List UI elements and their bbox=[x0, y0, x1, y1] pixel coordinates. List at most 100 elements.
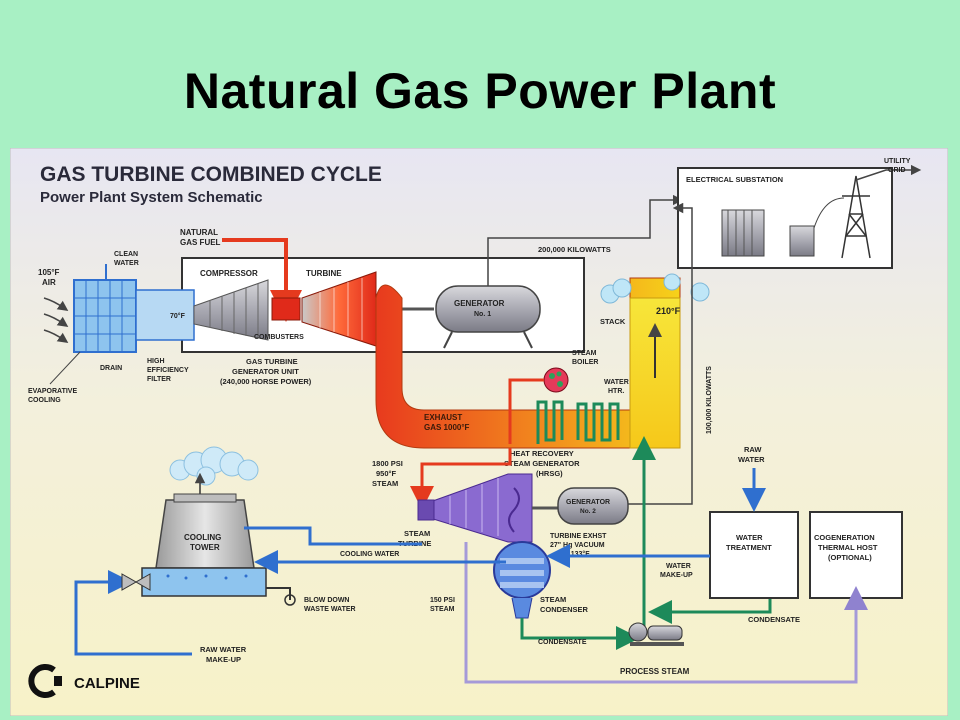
label-raw-water-2: WATER bbox=[738, 455, 765, 464]
label-filter-3: FILTER bbox=[147, 376, 171, 383]
label-generator1-1: GENERATOR bbox=[454, 299, 505, 308]
label-turbine: TURBINE bbox=[306, 269, 342, 278]
label-steam-boiler-2: BOILER bbox=[572, 359, 598, 366]
generator-2 bbox=[557, 487, 629, 525]
label-condensate-1: CONDENSATE bbox=[538, 639, 587, 646]
label-condenser-1: STEAM bbox=[540, 595, 566, 604]
combustor bbox=[271, 297, 301, 321]
calpine-logo: CALPINE bbox=[28, 664, 140, 698]
label-raw-makeup-1: RAW WATER bbox=[200, 645, 247, 654]
label-compressor: COMPRESSOR bbox=[200, 269, 258, 278]
condensate-return-line bbox=[648, 598, 772, 624]
label-raw-makeup-2: MAKE-UP bbox=[206, 655, 241, 664]
label-kw-200: 200,000 KILOWATTS bbox=[538, 245, 611, 254]
label-gt-unit-3: (240,000 HORSE POWER) bbox=[220, 377, 312, 386]
label-steam-turbine-1: STEAM bbox=[404, 529, 430, 538]
label-water-htr-1: WATER bbox=[604, 379, 629, 386]
label-generator1-2: No. 1 bbox=[474, 311, 491, 318]
label-water-treatment-1: WATER bbox=[736, 533, 763, 542]
filter-grid bbox=[74, 280, 136, 352]
label-clean-water-1: CLEAN bbox=[114, 251, 138, 258]
cooling-tower-basin bbox=[141, 567, 267, 597]
label-condensate-2: CONDENSATE bbox=[748, 615, 800, 624]
label-hrsg-3: (HRSG) bbox=[536, 469, 563, 478]
label-combusters: COMBUSTERS bbox=[254, 334, 304, 341]
label-inlet-temp: 70°F bbox=[170, 312, 186, 320]
label-water-makeup-2: MAKE-UP bbox=[660, 572, 693, 579]
label-exhaust-2: GAS 1000°F bbox=[424, 423, 470, 432]
power-line-200kw bbox=[487, 194, 684, 286]
label-drain: DRAIN bbox=[100, 365, 122, 372]
label-utility-grid-1: UTILITY bbox=[884, 158, 911, 165]
label-natural-gas-2: GAS FUEL bbox=[180, 238, 221, 247]
label-steam-in-2: 950°F bbox=[376, 469, 397, 478]
steam-turbine-blades bbox=[449, 478, 499, 536]
label-exhaust-1: EXHAUST bbox=[424, 413, 462, 422]
cogeneration-host bbox=[809, 511, 903, 599]
schematic-subheader: Power Plant System Schematic bbox=[40, 189, 263, 206]
label-cooling-tower-1: COOLING bbox=[184, 533, 221, 542]
label-cogen-2: THERMAL HOST bbox=[818, 543, 878, 552]
fuel-line bbox=[222, 238, 302, 322]
label-turbine-exhst-1: TURBINE EXHST bbox=[550, 533, 607, 540]
label-raw-water-1: RAW bbox=[744, 445, 762, 454]
label-steam-150-2: STEAM bbox=[430, 606, 455, 613]
hrsg-coils bbox=[508, 378, 620, 444]
label-blow-down-1: BLOW DOWN bbox=[304, 597, 350, 604]
blow-down-line bbox=[266, 587, 291, 600]
steam-boiler bbox=[543, 367, 569, 393]
compressor bbox=[193, 279, 269, 341]
label-kw-100: 100,000 KILOWATTS bbox=[706, 366, 713, 434]
condensate-pump-icon bbox=[628, 622, 684, 646]
label-natural-gas-1: NATURAL bbox=[180, 228, 218, 237]
label-hrsg-2: STEAM GENERATOR bbox=[504, 459, 580, 468]
raw-water-makeup-line bbox=[74, 570, 192, 656]
label-water-htr-2: HTR. bbox=[608, 388, 624, 395]
label-cogen-3: (OPTIONAL) bbox=[828, 553, 872, 562]
label-filter-2: EFFICIENCY bbox=[147, 367, 189, 374]
cooling-water-supply-line bbox=[244, 526, 422, 546]
schematic-header: GAS TURBINE COMBINED CYCLE bbox=[40, 163, 382, 186]
label-cogen-1: COGENERATION bbox=[814, 533, 875, 542]
label-substation: ELECTRICAL SUBSTATION bbox=[686, 175, 783, 184]
label-evap-2: COOLING bbox=[28, 397, 61, 404]
electrical-substation bbox=[677, 167, 893, 269]
label-steam-in-3: STEAM bbox=[372, 479, 398, 488]
label-air-temp: 105°F bbox=[38, 268, 60, 277]
transformer-icon bbox=[721, 209, 815, 257]
power-line-100kw bbox=[624, 202, 693, 505]
label-stack: STACK bbox=[600, 317, 626, 326]
hp-steam-line bbox=[410, 448, 512, 510]
label-stack-temp: 210°F bbox=[656, 306, 681, 316]
label-condenser-2: CONDENSER bbox=[540, 605, 589, 614]
label-air: AIR bbox=[42, 278, 56, 287]
intake-duct bbox=[135, 289, 195, 341]
water-treatment bbox=[709, 511, 799, 599]
label-generator2-1: GENERATOR bbox=[566, 499, 610, 506]
condensate-line-main bbox=[520, 618, 640, 650]
makeup-valve-icon bbox=[121, 573, 151, 591]
slide-title: Natural Gas Power Plant bbox=[183, 63, 777, 119]
label-evap-1: EVAPORATIVE bbox=[28, 388, 77, 395]
label-turbine-exhst-2: 27" Hg VACUUM bbox=[550, 542, 605, 549]
transmission-tower-icon bbox=[841, 175, 871, 259]
label-blow-down-2: WASTE WATER bbox=[304, 606, 356, 613]
power-plant-schematic: GAS TURBINE COMBINED CYCLE Power Plant S… bbox=[10, 148, 948, 716]
label-turbine-exhst-3: AT 133°F bbox=[560, 550, 590, 558]
process-steam-line bbox=[464, 542, 868, 684]
label-gt-unit-2: GENERATOR UNIT bbox=[232, 367, 299, 376]
label-water-makeup-1: WATER bbox=[666, 563, 691, 570]
label-logo: CALPINE bbox=[74, 675, 140, 692]
stack-exhaust-clouds-icon bbox=[600, 273, 710, 304]
label-hrsg-1: HEAT RECOVERY bbox=[510, 449, 574, 458]
label-filter-1: HIGH bbox=[147, 358, 165, 365]
label-gt-unit-1: GAS TURBINE bbox=[246, 357, 298, 366]
compressor-blades bbox=[209, 284, 259, 338]
turbine-blades bbox=[319, 278, 363, 340]
label-cooling-tower-2: TOWER bbox=[190, 543, 220, 552]
label-water-treatment-2: TREATMENT bbox=[726, 543, 772, 552]
label-cooling-water: COOLING WATER bbox=[340, 551, 399, 558]
label-clean-water-2: WATER bbox=[114, 260, 139, 267]
label-generator2-2: No. 2 bbox=[580, 508, 596, 515]
label-steam-boiler-1: STEAM bbox=[572, 350, 597, 357]
